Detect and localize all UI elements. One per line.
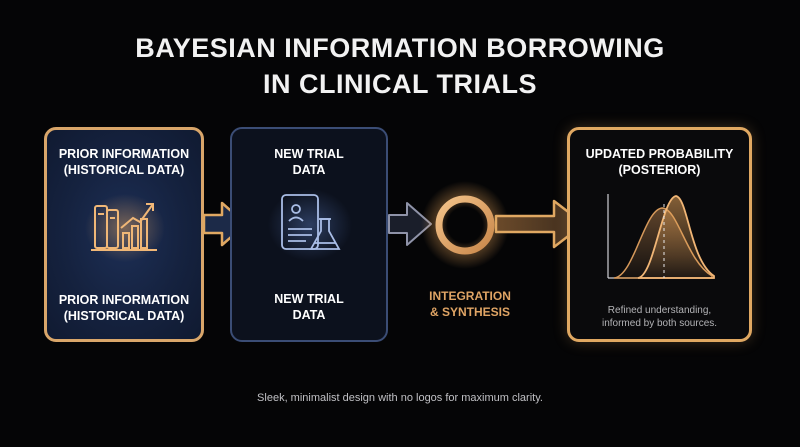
tablet-flask-icon <box>268 189 352 261</box>
books-chart-icon <box>85 194 165 262</box>
footer-caption: Sleek, minimalist design with no logos f… <box>257 392 543 404</box>
posterior-panel: UPDATED PROBABILITY (POSTERIOR) Refined … <box>567 127 752 342</box>
distribution-curves-icon <box>607 194 715 279</box>
posterior-note: Refined understanding, informed by both … <box>601 305 718 329</box>
new-trial-top-label: NEW TRIAL DATA <box>274 147 344 177</box>
integration-label: INTEGRATION & SYNTHESIS <box>429 289 511 319</box>
title-line-1: BAYESIAN INFORMATION BORROWING <box>135 33 665 63</box>
arrow-right-icon <box>388 202 432 246</box>
ring-icon <box>421 181 509 269</box>
new-trial-data-panel: NEW TRIAL DATA NEW TRIAL DATA <box>230 127 388 342</box>
prior-top-label: PRIOR INFORMATION (HISTORICAL DATA) <box>58 147 190 177</box>
prior-information-panel: PRIOR INFORMATION (HISTORICAL DATA) PRIO… <box>44 127 204 342</box>
new-trial-bottom-label: NEW TRIAL DATA <box>274 292 344 322</box>
title-line-2: IN CLINICAL TRIALS <box>263 69 537 99</box>
posterior-top-label: UPDATED PROBABILITY (POSTERIOR) <box>585 147 734 177</box>
prior-bottom-label: PRIOR INFORMATION (HISTORICAL DATA) <box>58 293 190 323</box>
page-title: BAYESIAN INFORMATION BORROWING IN CLINIC… <box>0 30 800 102</box>
